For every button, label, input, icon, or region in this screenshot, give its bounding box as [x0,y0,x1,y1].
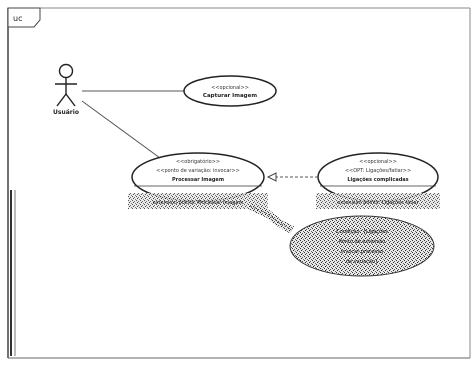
note-line-2: Ponto de extensão [339,239,385,245]
use-case-capture-stereotype: <<opcional>> [211,85,249,91]
condition-note: Condição: {Ligações Ponto de extensão in… [289,215,435,277]
note-line-3: invocar processo [341,249,383,255]
use-case-main[interactable]: <<obrigatório>> <<ponto de variação: inv… [131,152,265,202]
actor-label: Usuário [53,109,79,116]
use-case-main-name: <<ponto de variação: invocar>> [156,168,240,174]
extension-points-optional: extension points: Ligações fatiar [316,193,440,209]
extension-points-main: extension points: Processar Imagem [128,193,268,209]
note-line-4: de variação} [346,259,378,265]
frame-label: uc [13,14,22,23]
use-case-optional-stereotype: <<opcional>> [359,159,397,165]
use-case-optional-subtitle: Ligações complicadas [347,177,408,183]
note-anchor [248,202,294,234]
use-case-capture[interactable]: <<opcional>> Capturar Imagem [183,75,277,107]
actor-usuario: Usuário [53,63,79,116]
extension-points-optional-text: extension points: Ligações fatiar [337,200,419,206]
use-case-optional[interactable]: <<opcional>> <<OPT: Ligações/fatiar>> Li… [317,152,439,202]
use-case-main-stereotype: <<obrigatório>> [176,158,220,165]
note-line-1: Condição: {Ligações [336,229,388,235]
use-case-main-subtitle: Processar Imagem [172,177,224,183]
use-case-capture-name: Capturar Imagem [203,93,257,99]
frame-label-tab: uc [7,7,41,28]
use-case-optional-name: <<OPT: Ligações/fatiar>> [345,168,411,174]
association-actor-main [81,100,161,159]
extension-points-main-text: extension points: Processar Imagem [153,200,244,206]
diagram-frame [7,7,471,359]
extend-arrow [266,172,318,182]
